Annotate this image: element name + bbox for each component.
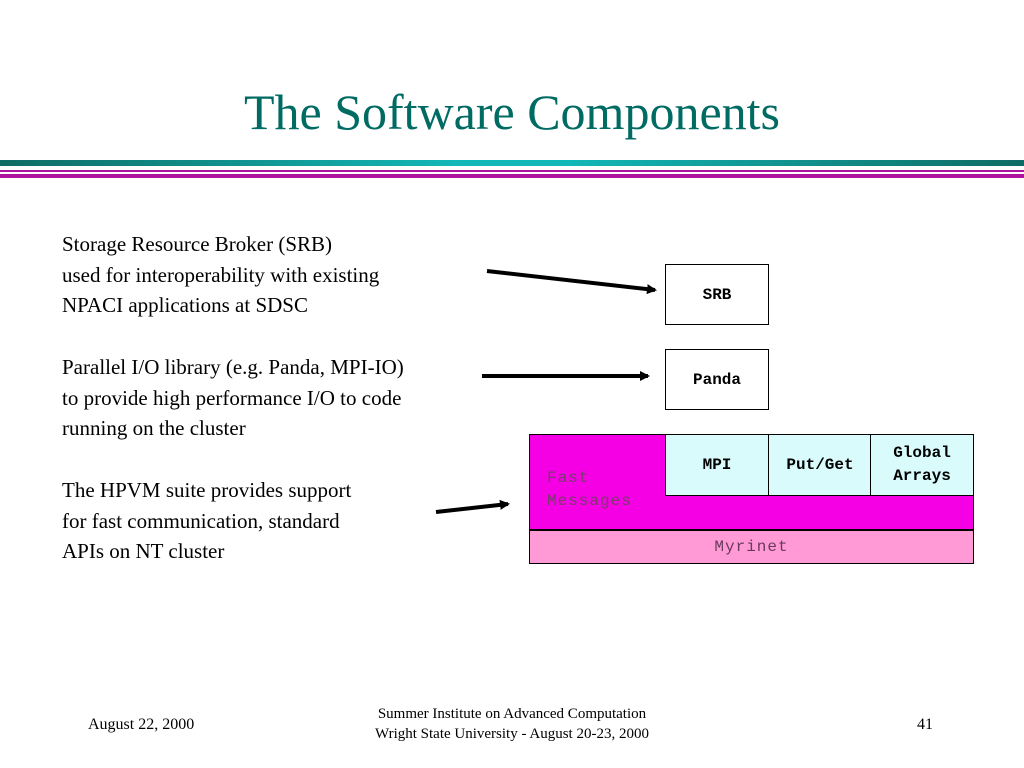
paragraph-line: NPACI applications at SDSC	[62, 293, 308, 317]
panda-box: Panda	[665, 349, 769, 410]
footer-event-line1: Summer Institute on Advanced Computation	[377, 706, 647, 722]
arrow-to-fast-messages	[435, 499, 510, 514]
paragraph-line: The HPVM suite provides support	[62, 478, 352, 502]
footer-date: August 22, 2000	[88, 716, 195, 733]
paragraph-line: APIs on NT cluster	[62, 539, 225, 563]
paragraph-line: Parallel I/O library (e.g. Panda, MPI-IO…	[62, 355, 404, 379]
title-underline-magenta-thin	[0, 170, 1024, 172]
myrinet-layer: Myrinet	[529, 530, 974, 564]
paragraph-line: running on the cluster	[62, 416, 246, 440]
srb-box: SRB	[665, 264, 769, 325]
paragraph-srb: Storage Resource Broker (SRB) used for i…	[62, 229, 379, 321]
slide-title: The Software Components	[243, 84, 780, 140]
title-underline-teal	[0, 160, 1024, 166]
footer-event-line2: Wright State University - August 20-23, …	[375, 726, 649, 742]
arrow-to-srb	[486, 269, 657, 295]
fast-messages-label: Fast Messages	[547, 467, 632, 513]
paragraph-hpvm: The HPVM suite provides support for fast…	[62, 475, 351, 567]
footer-event: Summer Institute on Advanced Computation…	[312, 704, 712, 744]
paragraph-line: Storage Resource Broker (SRB)	[62, 232, 333, 256]
srb-label: SRB	[702, 285, 732, 304]
myrinet-label: Myrinet	[714, 538, 789, 556]
title-underline-magenta-thick	[0, 174, 1024, 178]
panda-label: Panda	[692, 370, 741, 389]
page-number: 41	[917, 716, 933, 733]
paragraph-parallel-io: Parallel I/O library (e.g. Panda, MPI-IO…	[62, 352, 404, 444]
global-arrays-box: Global Arrays	[870, 434, 974, 496]
paragraph-line: used for interoperability with existing	[62, 262, 380, 287]
paragraph-line: for fast communication, standard	[62, 508, 340, 533]
fast-messages-line: Messages	[547, 492, 632, 510]
mpi-box: MPI	[665, 434, 769, 496]
mpi-label: MPI	[702, 456, 732, 474]
fast-messages-line: Fast	[547, 469, 590, 487]
paragraph-line: to provide high performance I/O to code	[62, 385, 402, 410]
global-arrays-line: Arrays	[893, 467, 951, 485]
putget-label: Put/Get	[786, 456, 854, 474]
global-arrays-line: Global	[893, 444, 951, 462]
